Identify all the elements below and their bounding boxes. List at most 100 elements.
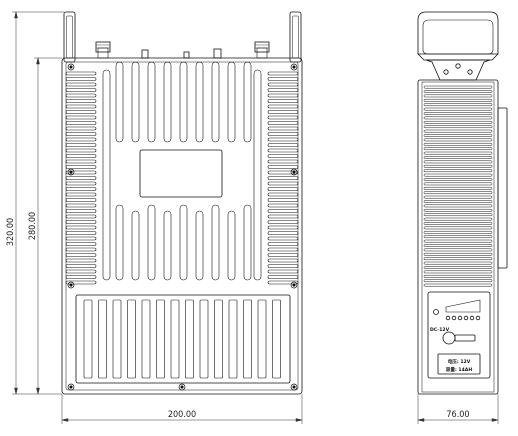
side-fin	[423, 252, 493, 256]
fin	[65, 203, 97, 208]
fin	[267, 280, 299, 285]
fin	[65, 269, 97, 274]
fin	[267, 192, 299, 197]
fin	[65, 253, 97, 257]
fin	[267, 132, 299, 136]
fin	[267, 209, 299, 213]
fin	[65, 231, 97, 235]
fin	[65, 280, 97, 285]
side-fin	[423, 274, 493, 278]
fin	[65, 121, 97, 125]
side-fin	[423, 222, 493, 225]
side-fin	[423, 178, 493, 181]
fin	[267, 198, 299, 202]
fin	[65, 258, 97, 263]
slot	[163, 210, 172, 281]
fin	[267, 82, 299, 87]
power-label: DC-12V	[430, 327, 450, 333]
vent-slot	[257, 299, 267, 379]
side-fin	[423, 217, 493, 221]
slot	[131, 61, 140, 143]
fin	[65, 264, 97, 268]
fin	[267, 258, 299, 263]
fin	[267, 231, 299, 235]
side-fin	[423, 191, 493, 195]
fin	[65, 132, 97, 136]
antenna-left	[63, 11, 76, 63]
dim-side-width: 76.00	[446, 410, 469, 420]
spec-voltage: 电压: 12V	[448, 358, 471, 365]
fin	[65, 126, 97, 131]
slot	[227, 210, 236, 281]
side-enclosure	[417, 79, 499, 395]
fin	[267, 88, 299, 92]
vent-slot	[185, 299, 194, 379]
side-fin	[423, 85, 493, 89]
battery-compartment	[75, 294, 291, 384]
fin	[65, 225, 97, 230]
dim-front-height-outer: 320.00	[6, 218, 16, 246]
dim-front-height-body: 280.00	[28, 212, 38, 240]
fin	[267, 71, 299, 76]
vent-slot	[214, 299, 223, 379]
fin	[267, 104, 299, 109]
vertical-slots-top	[115, 61, 252, 143]
fin	[65, 143, 97, 147]
fin	[65, 198, 97, 202]
fin	[267, 176, 299, 180]
fin	[267, 170, 299, 175]
side-fin	[423, 208, 493, 212]
fin	[65, 148, 97, 153]
fin	[65, 154, 97, 158]
vertical-slots-bottom	[102, 69, 262, 281]
fin	[267, 110, 299, 114]
slot	[147, 204, 156, 281]
fin	[267, 154, 299, 158]
side-fin	[423, 261, 493, 265]
fin	[65, 170, 97, 175]
front-view	[61, 11, 303, 395]
spec-capacity: 容量: 14AH	[445, 366, 473, 373]
slot	[253, 69, 262, 281]
small-connector-3	[213, 48, 222, 59]
side-fin	[423, 120, 493, 124]
slot	[211, 61, 220, 143]
side-fin	[423, 266, 493, 269]
side-fin	[423, 98, 493, 102]
fin	[65, 165, 97, 169]
fin	[65, 275, 97, 279]
side-fin	[423, 116, 493, 120]
fin	[267, 220, 299, 224]
slot	[243, 61, 252, 143]
side-fin	[423, 138, 493, 142]
fin	[267, 253, 299, 257]
slot	[195, 61, 204, 143]
fin	[267, 159, 299, 164]
side-fin	[423, 169, 493, 173]
slot	[115, 61, 124, 143]
fin	[65, 77, 97, 81]
side-fin	[423, 107, 493, 111]
side-fin	[423, 147, 493, 151]
screws	[67, 63, 298, 391]
vent-slot	[83, 299, 93, 379]
slot	[211, 204, 220, 281]
fin	[267, 236, 299, 241]
slot	[243, 204, 252, 281]
fin	[267, 99, 299, 103]
vent-slot	[156, 299, 165, 379]
fin	[65, 176, 97, 180]
side-fin	[423, 248, 493, 252]
slot	[102, 69, 111, 281]
side-fin	[423, 200, 493, 203]
side-fin	[423, 230, 493, 234]
fin	[65, 214, 97, 219]
side-heatsink-fins	[423, 85, 493, 287]
slot	[179, 61, 188, 143]
fin	[267, 225, 299, 230]
fin	[267, 242, 299, 246]
vent-slot	[228, 299, 238, 379]
side-fin	[423, 195, 493, 199]
fin	[65, 110, 97, 114]
